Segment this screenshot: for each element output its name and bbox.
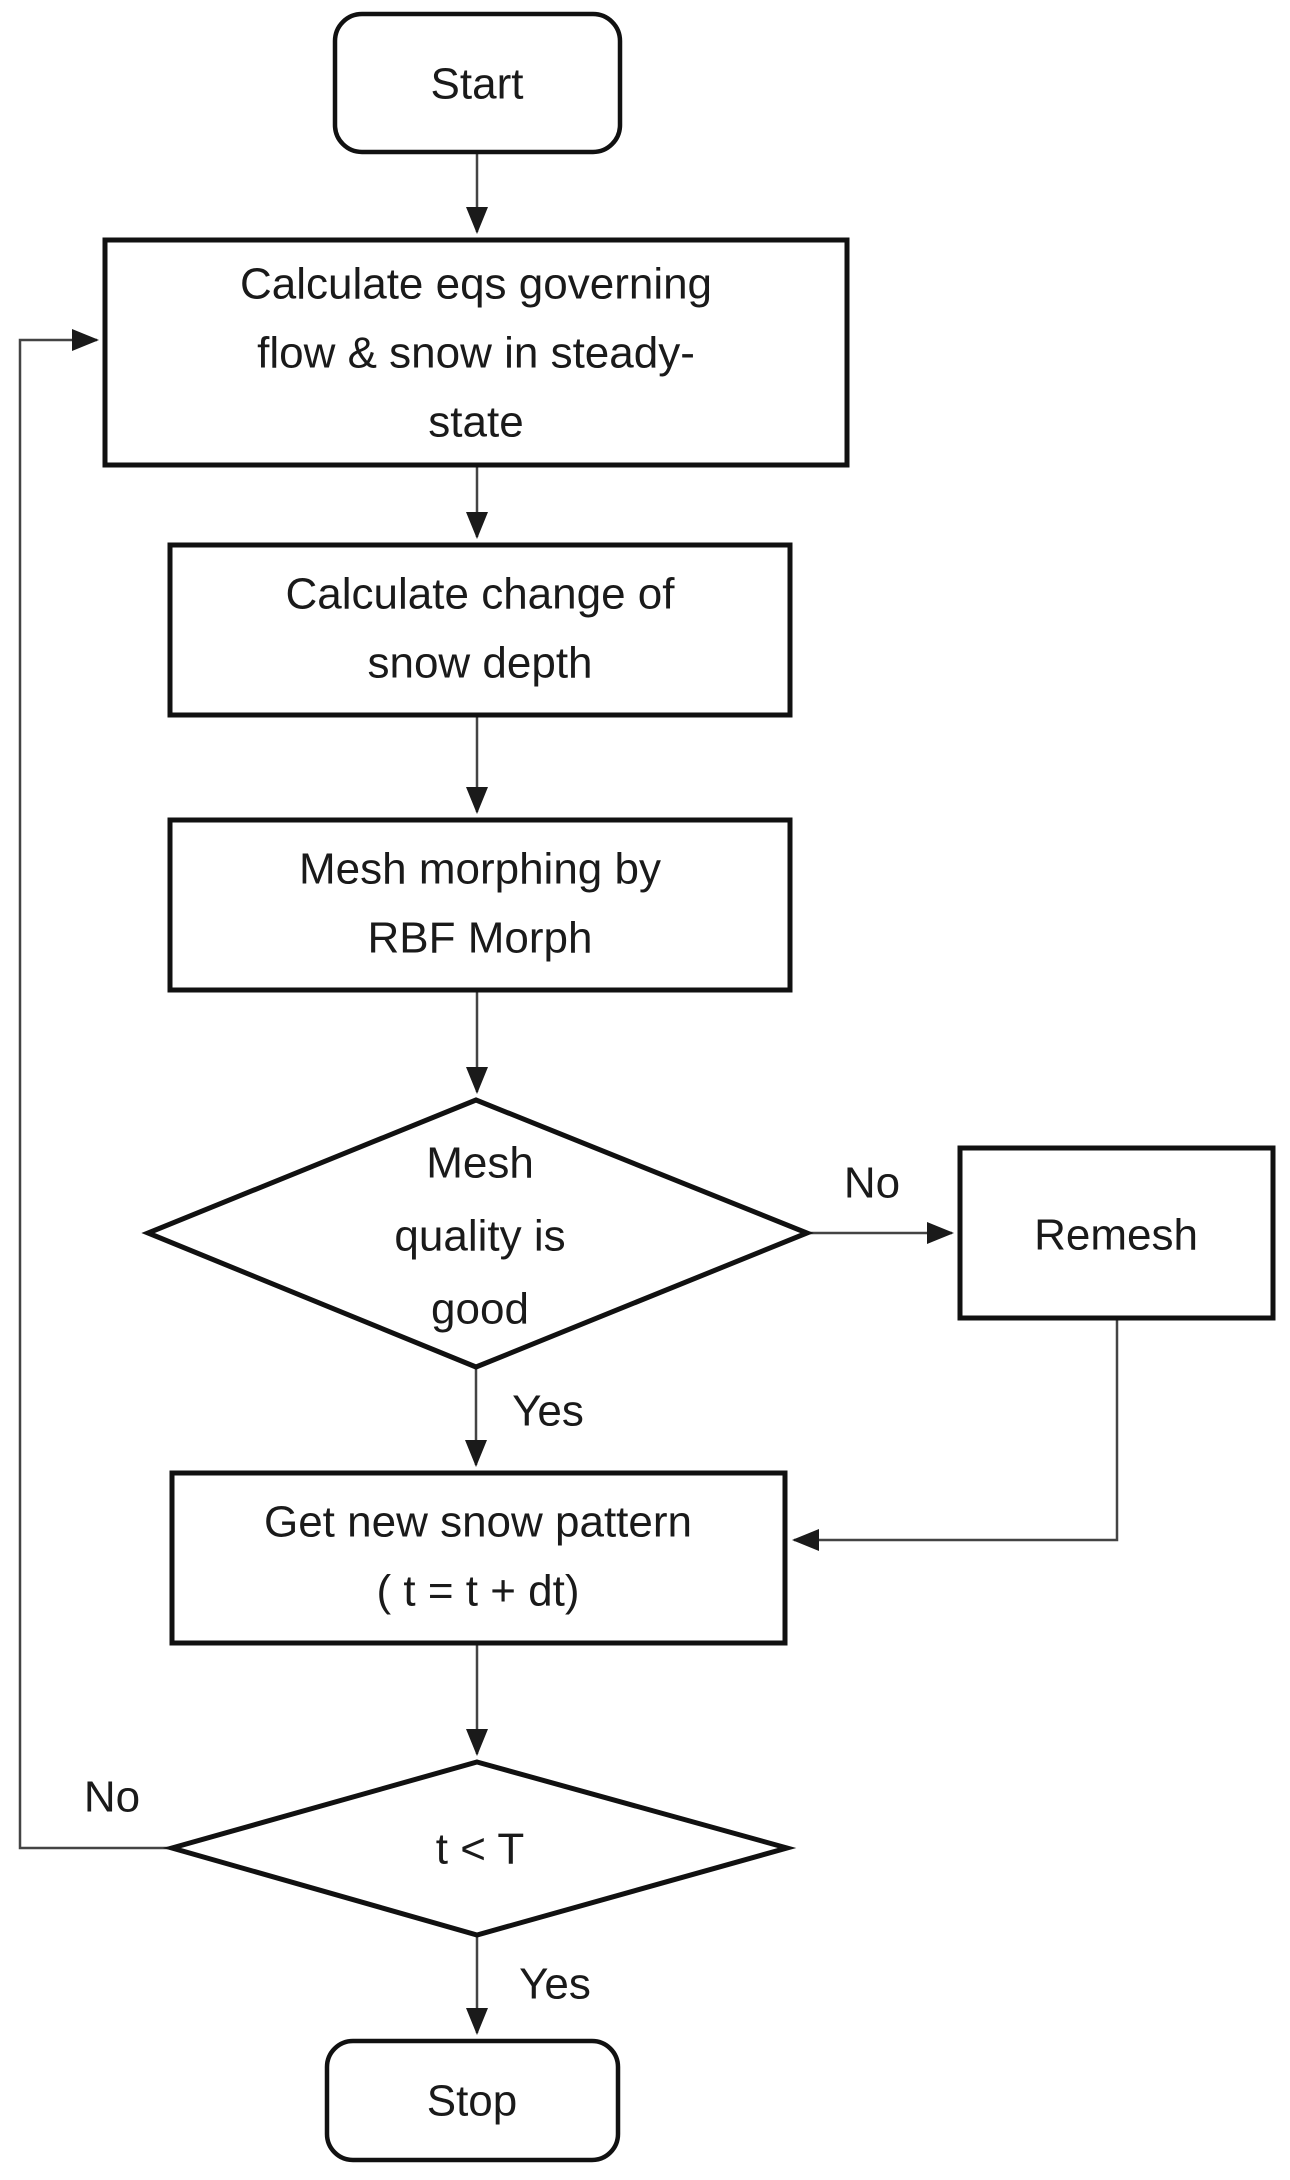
calc-depth-line-1: Calculate change of bbox=[286, 570, 676, 619]
mesh-quality-line-2: quality is bbox=[394, 1212, 565, 1261]
calc-depth-line-2: snow depth bbox=[367, 639, 592, 688]
calc-eqs-line-2: flow & snow in steady- bbox=[257, 329, 695, 378]
label-time-check-yes: Yes bbox=[519, 1960, 591, 2009]
new-snow-line-2: ( t = t + dt) bbox=[377, 1567, 580, 1616]
node-calc-eqs: Calculate eqs governing flow & snow in s… bbox=[102, 237, 850, 468]
time-check-label: t < T bbox=[436, 1825, 524, 1874]
edge-remesh-to-new-snow bbox=[792, 1320, 1119, 1551]
node-mesh-quality: Mesh quality is good bbox=[141, 1097, 814, 1370]
node-new-snow: Get new snow pattern ( t = t + dt) bbox=[169, 1470, 788, 1646]
mesh-quality-shape bbox=[141, 1097, 814, 1370]
stop-shape bbox=[324, 2038, 621, 2163]
time-check-shape bbox=[162, 1759, 797, 1938]
calc-eqs-line-3: state bbox=[428, 398, 523, 447]
label-mesh-quality-no: No bbox=[844, 1159, 900, 1208]
calc-eqs-line-1: Calculate eqs governing bbox=[240, 260, 712, 309]
mesh-quality-line-1: Mesh bbox=[426, 1139, 534, 1188]
remesh-shape bbox=[957, 1145, 1276, 1321]
calc-depth-shape bbox=[167, 542, 793, 718]
mesh-morph-line-2: RBF Morph bbox=[368, 914, 593, 963]
stop-label: Stop bbox=[427, 2077, 518, 2126]
mesh-quality-line-3: good bbox=[431, 1285, 529, 1334]
node-calc-depth: Calculate change of snow depth bbox=[167, 542, 793, 718]
mesh-morph-shape bbox=[167, 817, 793, 993]
node-start: Start bbox=[332, 11, 623, 155]
label-time-check-no: No bbox=[84, 1773, 140, 1822]
new-snow-line-1: Get new snow pattern bbox=[264, 1498, 692, 1547]
label-mesh-quality-yes: Yes bbox=[512, 1387, 584, 1436]
node-remesh: Remesh bbox=[957, 1145, 1276, 1321]
node-stop: Stop bbox=[324, 2038, 621, 2163]
node-time-check: t < T bbox=[162, 1759, 797, 1938]
remesh-label: Remesh bbox=[1034, 1211, 1198, 1260]
node-mesh-morph: Mesh morphing by RBF Morph bbox=[167, 817, 793, 993]
calc-eqs-shape bbox=[102, 237, 850, 468]
new-snow-shape bbox=[169, 1470, 788, 1646]
edge-time-check-no-to-calc-eqs bbox=[18, 329, 170, 1850]
start-label: Start bbox=[431, 60, 524, 109]
start-shape bbox=[332, 11, 623, 155]
mesh-morph-line-1: Mesh morphing by bbox=[299, 845, 661, 894]
